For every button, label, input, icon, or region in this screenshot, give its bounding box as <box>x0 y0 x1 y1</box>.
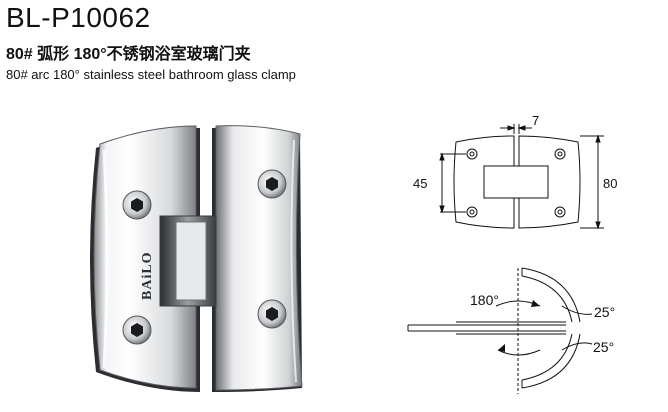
brand-logo: BAiLO <box>140 251 155 300</box>
hole-spacing-label: 45 <box>413 176 427 191</box>
product-title-english: 80# arc 180° stainless steel bathroom gl… <box>6 67 296 82</box>
height-dimension-label: 80 <box>603 176 617 191</box>
screw-icon <box>257 299 287 329</box>
model-number: BL-P10062 <box>6 2 151 33</box>
screw-icon <box>122 190 152 220</box>
glass-clamp-render: BAiLO <box>90 125 303 392</box>
lower-angle-label: 25° <box>593 339 614 355</box>
rotation-diagram <box>407 267 593 394</box>
screw-icon <box>257 169 287 199</box>
upper-angle-label: 25° <box>594 304 615 320</box>
front-view-drawing <box>439 124 604 230</box>
product-title-chinese: 80# 弧形 180°不锈钢浴室玻璃门夹 <box>6 46 251 63</box>
gap-dimension-label: 7 <box>532 113 539 128</box>
rotation-angle-label: 180° <box>470 292 499 308</box>
screw-icon <box>122 315 152 345</box>
